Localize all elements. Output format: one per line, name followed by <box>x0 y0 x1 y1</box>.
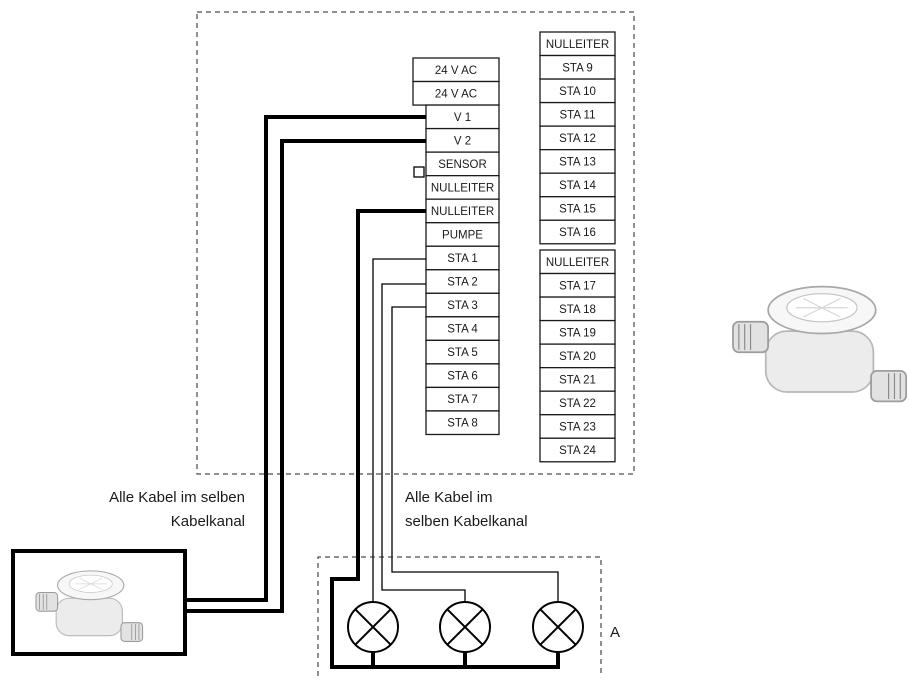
terminal-label: STA 12 <box>559 133 596 145</box>
terminal-label: STA 22 <box>559 398 596 410</box>
terminal-label: STA 14 <box>559 180 596 192</box>
terminal-label: STA 5 <box>447 347 477 359</box>
terminal-label: V 1 <box>454 112 471 124</box>
terminal-label: STA 11 <box>559 109 595 121</box>
terminal-label: STA 3 <box>447 300 477 312</box>
terminal-label: NULLEITER <box>546 39 609 51</box>
terminal-label: STA 20 <box>559 351 596 363</box>
terminal-label: STA 6 <box>447 371 477 383</box>
water-meter-box <box>11 549 187 656</box>
terminal-label: V 2 <box>454 135 471 147</box>
terminal-label: NULLEITER <box>431 206 494 218</box>
water-meter-icon <box>732 285 908 403</box>
caption-left-line-1: Alle Kabel im selben <box>109 489 245 506</box>
terminal-label: STA 17 <box>559 280 596 292</box>
valve-symbol-icon <box>532 601 584 653</box>
caption-center-line-1: Alle Kabel im <box>405 489 493 506</box>
wire-sta-3 <box>391 306 559 602</box>
caption-center-line-2: selben Kabelkanal <box>405 513 528 530</box>
sensor-terminal-tab <box>413 166 425 178</box>
valve-symbol-icon <box>347 601 399 653</box>
cable-v1 <box>185 115 426 602</box>
terminal-label: STA 18 <box>559 304 596 316</box>
terminal-label: STA 24 <box>559 445 596 457</box>
valve-group-label: A <box>610 624 620 641</box>
terminal-label: STA 10 <box>559 86 596 98</box>
terminal-label: STA 15 <box>559 203 596 215</box>
terminal-label: PUMPE <box>442 229 483 241</box>
terminal-label: STA 7 <box>447 394 477 406</box>
terminal-cell <box>539 437 616 463</box>
terminal-label: STA 4 <box>447 324 478 336</box>
terminal-label: STA 1 <box>447 253 477 265</box>
terminal-label: STA 9 <box>562 62 592 74</box>
terminal-label: STA 8 <box>447 418 477 430</box>
common-wire <box>330 209 560 669</box>
valve-group-box <box>317 556 602 676</box>
terminal-label: STA 21 <box>559 374 596 386</box>
terminal-label: NULLEITER <box>431 182 494 194</box>
terminal-label: 24 V AC <box>435 65 477 77</box>
wire-sta-2 <box>381 283 466 602</box>
terminal-label: SENSOR <box>438 159 487 171</box>
water-meter-icon <box>35 570 144 642</box>
terminal-label: NULLEITER <box>546 257 609 269</box>
terminal-label: 24 V AC <box>435 88 477 100</box>
terminal-label: STA 2 <box>447 277 477 289</box>
terminal-label: STA 16 <box>559 227 596 239</box>
valve-symbol-icon <box>439 601 491 653</box>
wire-sta-1 <box>372 258 426 602</box>
terminal-cell <box>539 219 616 245</box>
terminal-label: STA 19 <box>559 327 596 339</box>
controller-enclosure <box>196 11 635 475</box>
caption-left-line-2: Kabelkanal <box>171 513 245 530</box>
module-2-terminal-column: NULLEITER STA 17 STA 18 STA 19 STA 20 STA 21 S… <box>539 249 616 463</box>
cable-v2 <box>185 139 426 613</box>
terminal-label: STA 23 <box>559 421 596 433</box>
terminal-cell <box>425 410 500 436</box>
module-1-terminal-column: NULLEITER STA 9 STA 10 STA 11 STA 12 STA 13 ST… <box>539 31 616 245</box>
terminal-label: STA 13 <box>559 156 596 168</box>
main-terminal-column: 24 V AC 24 V AC V 1 V 2 SENSOR NULLEITER NULLE… <box>412 57 500 436</box>
